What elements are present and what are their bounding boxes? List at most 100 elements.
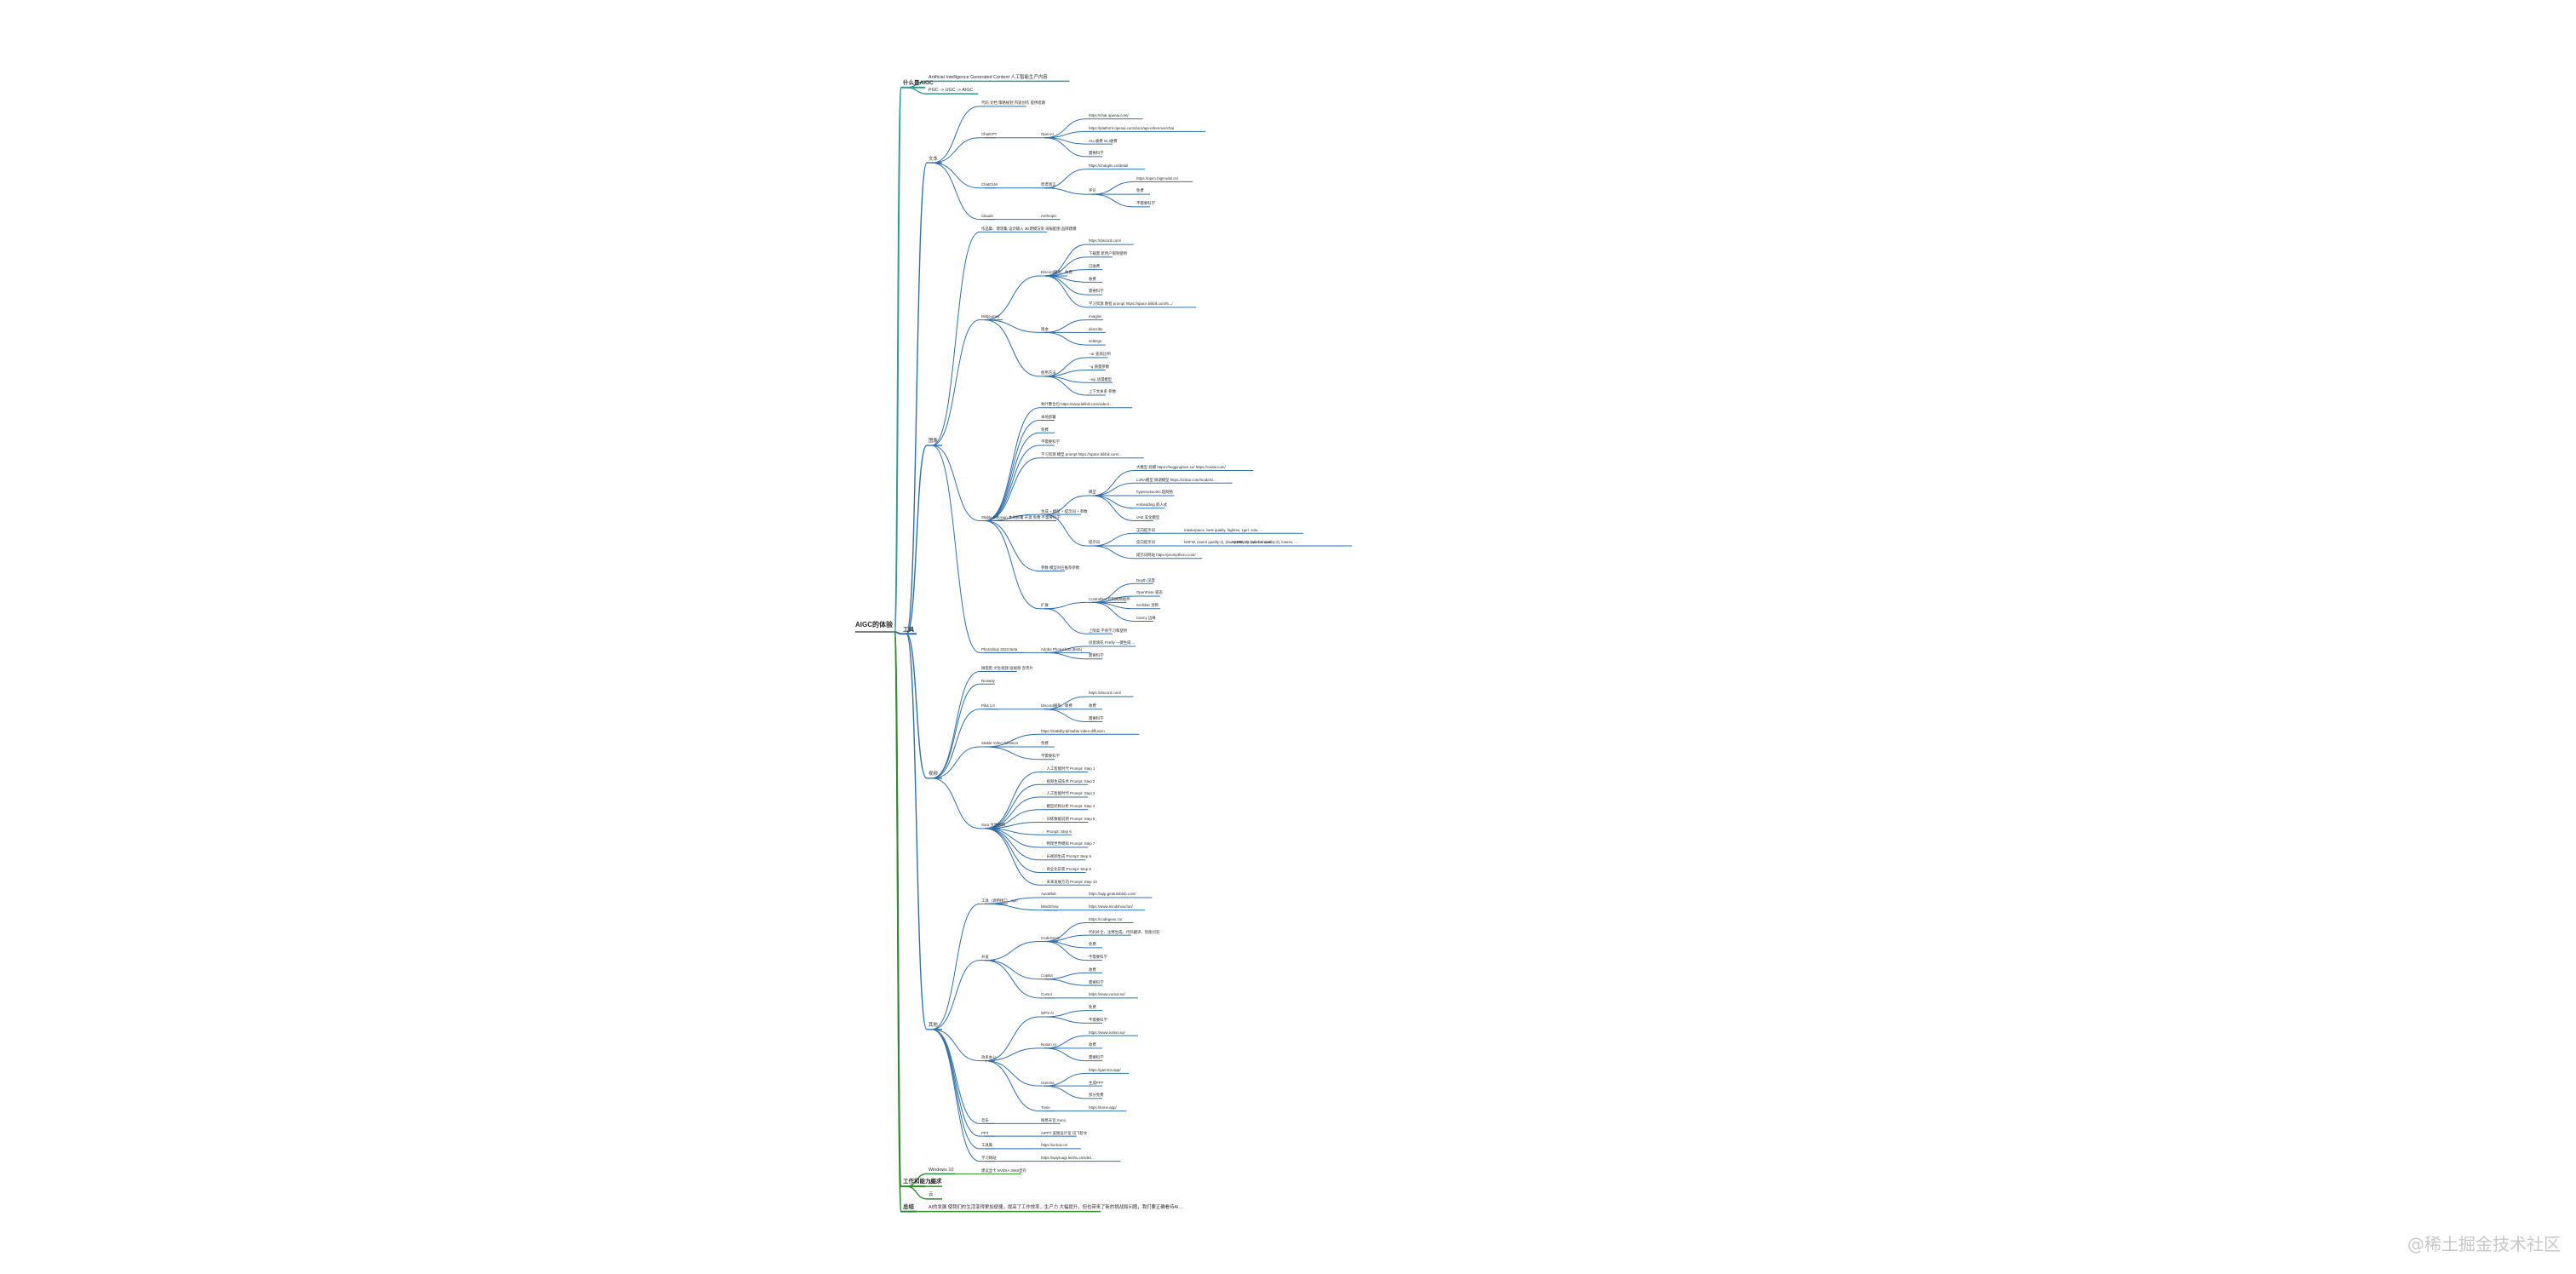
connector-text bbox=[906, 162, 928, 634]
node-wps2: 不需要科学 bbox=[1089, 1017, 1107, 1022]
node-o1b1: https://www.mindshow.fun/ bbox=[1089, 904, 1133, 910]
node-mj5: 需要科学 bbox=[1089, 289, 1104, 294]
node-oa1: https://chat.openai.com/ bbox=[1089, 113, 1129, 118]
node-learn1: https://waytoagi.feishu.cn/wiki/... bbox=[1041, 1156, 1095, 1161]
node-ps3: 需要科学 bbox=[1089, 653, 1104, 658]
node-pl1: https://open.bigmodel.cn/ bbox=[1136, 175, 1179, 181]
node-ps1: Adobe Photoshop (Beta) bbox=[1041, 646, 1083, 651]
connector-eff bbox=[931, 1029, 980, 1062]
connector-o1 bbox=[931, 903, 980, 1030]
node-cur1: https://www.cursor.so/ bbox=[1089, 992, 1125, 997]
node-claude: Claude bbox=[981, 213, 993, 218]
node-zhipu: 智谱清言 bbox=[1041, 182, 1056, 187]
connector-oa4 bbox=[1044, 137, 1088, 158]
node-future: 工作和能力要求 bbox=[903, 1179, 942, 1185]
connector-g3 bbox=[1044, 1085, 1088, 1099]
node-mju3: --niji 动漫模型 bbox=[1089, 376, 1113, 382]
node-mj3: 已收费 bbox=[1089, 263, 1101, 268]
connector-cursor bbox=[984, 960, 1040, 999]
node-g3: 部分免费 bbox=[1089, 1093, 1104, 1098]
node-sd4: 不需要科学 bbox=[1041, 439, 1060, 445]
connector-gamma bbox=[984, 1060, 1040, 1087]
node-cn: ControlNet 控制网络插件 bbox=[1089, 596, 1130, 601]
node-mjv3: settings bbox=[1089, 339, 1102, 344]
node-openai: OpenAI bbox=[1041, 132, 1054, 137]
connector-s10 bbox=[984, 828, 1040, 886]
node-mj4: 收费 bbox=[1089, 276, 1096, 281]
node-model: 模型 bbox=[1089, 490, 1096, 495]
node-o1a1: https://app.getautoblob.com/ bbox=[1089, 892, 1136, 897]
connector-cn4 bbox=[1091, 601, 1136, 623]
connector-imgd bbox=[931, 231, 980, 446]
connector-what bbox=[894, 86, 902, 633]
node-n2: 收费 bbox=[1089, 1042, 1096, 1047]
node-s6: Prompt: Step 6 bbox=[1041, 829, 1071, 835]
connector-mj6 bbox=[1044, 275, 1088, 308]
node-cw4: 不需要科学 bbox=[1089, 955, 1107, 960]
node-cp1: 收费 bbox=[1089, 967, 1096, 972]
node-o1b: MindShow bbox=[1041, 904, 1059, 910]
connector-ps bbox=[931, 445, 980, 653]
connector-sd1 bbox=[984, 407, 1040, 522]
node-ppt1: AiPPT 美图设计室 讯飞智文 bbox=[1041, 1130, 1088, 1135]
connector-cn bbox=[1044, 601, 1088, 610]
connector-sd bbox=[931, 445, 980, 522]
node-cn3: Scribble 涂鸦 bbox=[1136, 603, 1159, 608]
connector-svd bbox=[931, 746, 980, 779]
connector-zp1 bbox=[1044, 169, 1088, 189]
node-prompt: 提示词 bbox=[1089, 540, 1101, 545]
node-sd3: 免费 bbox=[1041, 427, 1049, 432]
connector-discord bbox=[984, 275, 1040, 321]
node-sdext: 扩展 bbox=[1041, 603, 1049, 608]
connector-what2 bbox=[906, 87, 928, 95]
node-pika: Pika 1.0 bbox=[981, 703, 995, 709]
node-sd5: 学习资源 模型 prompt https://space.bilibili.co… bbox=[1041, 452, 1122, 457]
connector-pr3 bbox=[1091, 545, 1136, 560]
node-mj6: 学习资源 教程 prompt https://space.bilibili.co… bbox=[1089, 301, 1173, 307]
node-s3: 人工智能时代 Prompt: Step 3 bbox=[1041, 792, 1095, 796]
connector-sd2 bbox=[984, 420, 1040, 522]
node-mjuse: 使用方法 bbox=[1041, 370, 1056, 376]
root-node: AIGC的体验 bbox=[855, 621, 893, 628]
node-ps: Photoshop 2023 Beta bbox=[981, 646, 1018, 651]
node-f1a: 建议显卡 NVIDIA 3060显存 bbox=[981, 1168, 1026, 1173]
node-what2: PGC -> UGC -> AIGC bbox=[929, 87, 974, 93]
connector-tome bbox=[984, 1060, 1040, 1112]
connector-m5 bbox=[1091, 495, 1136, 522]
connector-m4 bbox=[1091, 495, 1136, 509]
node-other: 其他 bbox=[929, 1023, 938, 1029]
node-cn1: Depth 深度 bbox=[1136, 577, 1155, 582]
node-cw: CodeGeeX bbox=[1041, 935, 1060, 940]
node-s8: 长视频生成 Prompt: Step 8 bbox=[1041, 854, 1090, 859]
node-cn4: Canny 边缘 bbox=[1136, 615, 1156, 620]
connector-pika bbox=[931, 709, 980, 779]
node-mu1: 网易天音 Suno bbox=[1041, 1117, 1067, 1122]
node-wps1: 免费 bbox=[1089, 1005, 1096, 1010]
node-imgd: 作品集、建筑集 设计输入 3D建模渲染 海报配图 品牌建模 bbox=[981, 226, 1077, 231]
node-discord: Discord服务、收费 bbox=[1041, 270, 1072, 275]
node-m1: 大模型 底模 https://huggingface.co/ https://c… bbox=[1136, 464, 1226, 469]
node-s1: 人工智能时代 Prompt: Step 1 bbox=[1041, 766, 1095, 772]
node-m4: embedding 嵌入式 bbox=[1136, 502, 1168, 508]
node-o1a: AutoBlob bbox=[1041, 892, 1056, 897]
connector-ps3 bbox=[1044, 651, 1088, 660]
connector-videod bbox=[931, 670, 980, 779]
connector-sdext bbox=[984, 520, 1040, 610]
node-s4: 模型结构分析 Prompt: Step 4 bbox=[1041, 804, 1095, 809]
node-pr2: 反向提示词 bbox=[1136, 540, 1155, 545]
connector-n3 bbox=[1044, 1047, 1088, 1062]
connector-mjuse bbox=[984, 319, 1040, 377]
node-pr1: 正向提示词 bbox=[1136, 527, 1155, 532]
node-s5: 训练数据说明 Prompt: Step 5 bbox=[1041, 817, 1095, 822]
node-pl3: 不需要科学 bbox=[1136, 201, 1155, 206]
node-cw2: 代码补全、注释生成、代码翻译、智能问答 bbox=[1089, 929, 1160, 934]
connector-svd3 bbox=[984, 746, 1040, 760]
node-tome: Tome bbox=[1041, 1105, 1050, 1110]
connector-dev bbox=[931, 960, 980, 1030]
node-oa4: 需要科学 bbox=[1089, 151, 1104, 156]
connector-mj bbox=[931, 319, 980, 446]
connector-o1b bbox=[984, 903, 1040, 911]
connector-m2 bbox=[1091, 482, 1136, 496]
connector-s1 bbox=[984, 771, 1040, 829]
node-textd: 代码 文档 策略规划 内容创作 提供思路 bbox=[981, 100, 1046, 106]
